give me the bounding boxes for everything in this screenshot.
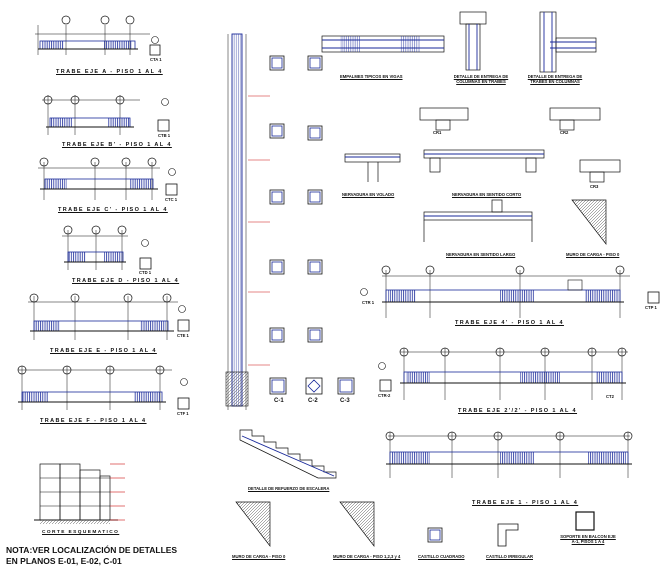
corte-esquematico-title: CORTE ESQUEMATICO [42,530,120,535]
beam-eje-a [35,15,161,56]
detail-empalmes [321,35,445,53]
detail-entrega-trabes [539,11,597,73]
nervadura-corto [423,149,545,173]
muro-carga-top [571,199,607,246]
detail-entrega-trabes-title: DETALLE DE ENTREGA DE TRABES EN COLUMNAS [527,74,583,84]
section-ctp1: CTP 1 [645,305,657,310]
beam-eje-2 [378,347,628,400]
section-ctc1: CTC 1 [165,197,178,202]
castillo-irregular-title: CASTILLO IRREGULAR [486,554,533,559]
beam-title-e: TRABE EJE E - PISO 1 AL 4 [50,348,157,354]
section-ct2: CT2 [606,394,614,399]
column-elevation [225,33,270,410]
beam-title-4: TRABE EJE 4' - PISO 1 AL 4 [455,320,564,326]
section-ctf1: CTF 1 [177,411,189,416]
schematic-section [34,463,125,524]
column-c1-label: C-1 [274,398,284,404]
section-ctd1: CTD 1 [139,270,152,275]
muro-carga-p123-title: MURO DE CARGA - PISO 1,2,3 y 4 [333,554,401,559]
beam-eje-1 [385,431,633,478]
muro-carga-top-title: MURO DE CARGA - PISO 0 [566,252,620,257]
beam-eje-b [42,95,170,135]
section-cr3: CR3 [590,184,599,189]
escalera-title: DETALLE DE REFUERZO DE ESCALERA [248,486,330,491]
stair-detail [239,429,337,479]
nervadura-largo-title: NERVADURA EN SENTIDO LARGO [446,252,516,257]
cr-sections [419,107,621,183]
section-ctr1: CTR 1 [362,300,375,305]
note-line-2: EN PLANOS E-01, E-02, C-01 [6,556,122,566]
beam-eje-e [28,293,190,340]
beam-eje-f [17,365,190,410]
beam-title-c: TRABE EJE C' - PISO 1 AL 4 [58,207,168,213]
section-cr2: CR2 [560,130,569,135]
nervadura-corto-title: NERVADURA EN SENTIDO CORTO [452,192,522,197]
section-cte1: CTE 1 [177,333,189,338]
detail-entrega-columnas-title: DETALLE DE ENTREGA DE COLUMNAS EN TRABES [453,74,509,84]
beam-title-1: TRABE EJE 1 - PISO 1 AL 4 [472,500,579,506]
column-c2-label: C-2 [308,398,318,404]
nervadura-volado [344,153,401,182]
detail-entrega-columnas [459,11,487,71]
beam-title-b: TRABE EJE B' - PISO 1 AL 4 [62,142,172,148]
beam-title-f: TRABE EJE F - PISO 1 AL 4 [40,418,147,424]
nervadura-largo [423,199,533,242]
column-c3-label: C-3 [340,398,350,404]
column-sections [269,55,355,395]
note-line-1: NOTA:VER LOCALIZACIÓN DE DETALLES [6,545,178,555]
soporte-balcon-title: SOPORTE EN BALCON EJE A-1, PISOS 1 A 4 [560,534,616,544]
section-cr1: CR1 [433,130,442,135]
beam-title-d: TRABE EJE D - PISO 1 AL 4 [72,278,180,284]
castillo-cuadrado-title: CASTILLO CUADRADO [418,554,465,559]
muro-carga-bottom [235,501,375,548]
castillo-details [427,511,595,547]
section-ctr2: CTR-2 [378,393,391,398]
beam-eje-c [38,157,178,200]
section-ctb1: CTB 1 [158,133,171,138]
beam-title-a: TRABE EJE A - PISO 1 AL 4 [56,69,163,75]
nervadura-volado-title: NERVADURA EN VOLADO [342,192,395,197]
muro-carga-bottom-title: MURO DE CARGA - PISO 0 [232,554,286,559]
detail-empalmes-title: EMPALMES TIPICOS EN VIGAS [340,74,403,79]
beam-eje-4 [360,265,660,318]
beam-title-2: TRABE EJE 2'/2' - PISO 1 AL 4 [458,408,578,414]
section-cta1: CTA 1 [150,57,162,62]
beam-eje-d [62,225,152,270]
